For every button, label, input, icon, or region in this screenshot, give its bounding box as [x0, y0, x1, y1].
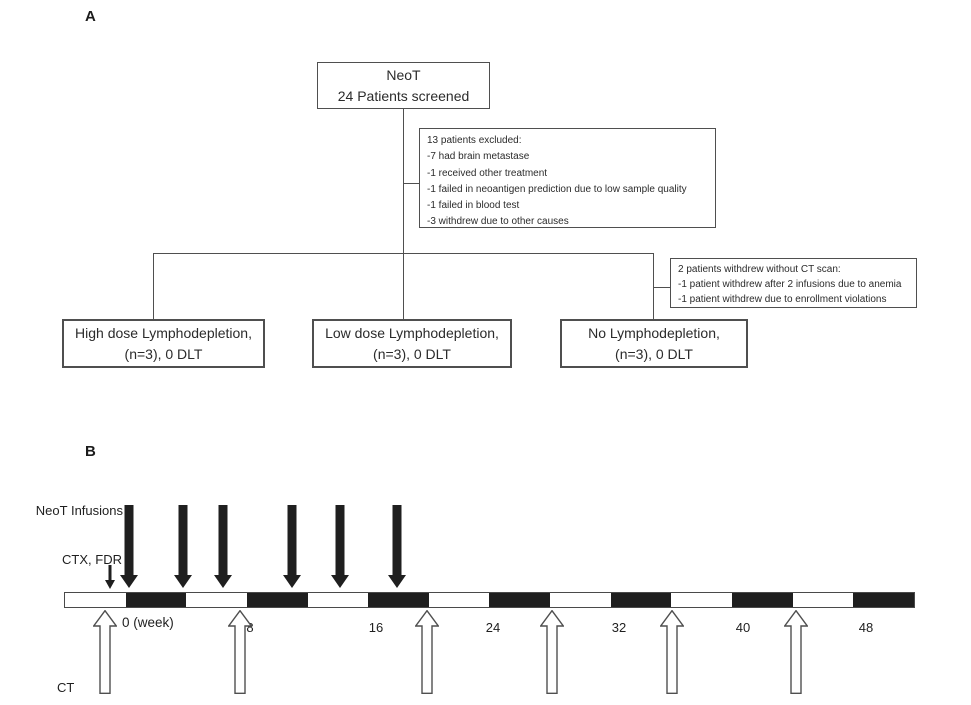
ct-up-arrow-icon: [228, 610, 252, 694]
week-tick-label: 32: [611, 620, 627, 635]
panel-a-label: A: [85, 8, 96, 25]
timeline-segment-black: [853, 593, 914, 607]
ctx-fdr-row-label: CTX, FDR: [62, 552, 122, 567]
week-tick-label: 48: [858, 620, 874, 635]
arm-box-line1: High dose Lymphodepletion,: [75, 324, 252, 341]
arm-box-line1: Low dose Lymphodepletion,: [325, 324, 499, 341]
ct-up-arrow-icon: [660, 610, 684, 694]
infusion-down-arrow-icon: [214, 505, 232, 588]
excluded-box: 13 patients excluded: -7 had brain metas…: [419, 128, 716, 228]
excluded-item: -1 received other treatment: [427, 167, 548, 179]
screened-box: NeoT 24 Patients screened: [317, 62, 490, 109]
timeline-segment-black: [732, 593, 793, 607]
infusion-down-arrow-icon: [388, 505, 406, 588]
timeline-segment-white: [550, 593, 611, 607]
timeline-segment-white: [671, 593, 733, 607]
screened-box-line2: 24 Patients screened: [337, 87, 470, 104]
infusion-down-arrow-icon: [331, 505, 349, 588]
arm-box-line2: (n=3), 0 DLT: [615, 345, 693, 362]
timeline-segment-black: [246, 593, 308, 607]
timeline-segment-black: [368, 593, 429, 607]
withdrew-box: 2 patients withdrew without CT scan: -1 …: [670, 258, 917, 308]
excluded-item: -1 failed in blood test: [427, 200, 520, 212]
withdrew-item: -1 patient withdrew after 2 infusions du…: [678, 279, 902, 291]
withdrew-item: -1 patient withdrew due to enrollment vi…: [678, 294, 887, 306]
arm-box-low-dose: Low dose Lymphodepletion, (n=3), 0 DLT: [312, 319, 512, 368]
week-tick-label: 24: [485, 620, 501, 635]
excluded-item: -3 withdrew due to other causes: [427, 216, 569, 228]
timeline-segment-black: [489, 593, 551, 607]
timeline-segment-white: [186, 593, 247, 607]
infusion-down-arrow-icon: [283, 505, 301, 588]
arm-box-high-dose: High dose Lymphodepletion, (n=3), 0 DLT: [62, 319, 265, 368]
connector-branch-horizontal: [153, 253, 654, 254]
excluded-item: -1 failed in neoantigen prediction due t…: [427, 183, 687, 195]
connector-excluded-stub: [403, 183, 419, 184]
infusion-down-arrow-icon: [174, 505, 192, 588]
excluded-box-title: 13 patients excluded:: [427, 135, 522, 146]
ct-up-arrow-icon: [93, 610, 117, 694]
withdrew-box-title: 2 patients withdrew without CT scan:: [678, 264, 841, 275]
timeline-bar: [64, 592, 915, 608]
ct-up-arrow-icon: [784, 610, 808, 694]
timeline-segment-black: [125, 593, 187, 607]
infusions-row-label: NeoT Infusions: [35, 503, 123, 518]
arm-box-no-lympho: No Lymphodepletion, (n=3), 0 DLT: [560, 319, 748, 368]
timeline-segment-white: [428, 593, 490, 607]
connector-right-vertical: [653, 253, 654, 319]
panel-b-label: B: [85, 443, 96, 460]
week-tick-label: 16: [368, 620, 384, 635]
ct-up-arrow-icon: [540, 610, 564, 694]
connector-left-vertical: [153, 253, 154, 319]
week-tick-label: 8: [246, 620, 254, 635]
week-tick-label: 40: [735, 620, 751, 635]
screened-box-line1: NeoT: [386, 66, 421, 83]
timeline-segment-black: [610, 593, 672, 607]
ct-row-label: CT: [57, 680, 75, 695]
timeline-segment-white: [307, 593, 369, 607]
arm-box-line2: (n=3), 0 DLT: [124, 345, 203, 362]
week-zero-tick-label: 0 (week): [122, 615, 174, 630]
ctx-fdr-down-arrow-icon: [105, 565, 115, 589]
timeline-segment-white: [65, 593, 126, 607]
timeline-segment-white: [792, 593, 854, 607]
connector-top-vertical: [403, 109, 404, 319]
ct-up-arrow-icon: [415, 610, 439, 694]
arm-box-line2: (n=3), 0 DLT: [373, 345, 451, 362]
arm-box-line1: No Lymphodepletion,: [588, 324, 720, 341]
infusion-down-arrow-icon: [120, 505, 138, 588]
connector-withdrew-stub: [653, 287, 670, 288]
excluded-item: -7 had brain metastase: [427, 151, 530, 163]
